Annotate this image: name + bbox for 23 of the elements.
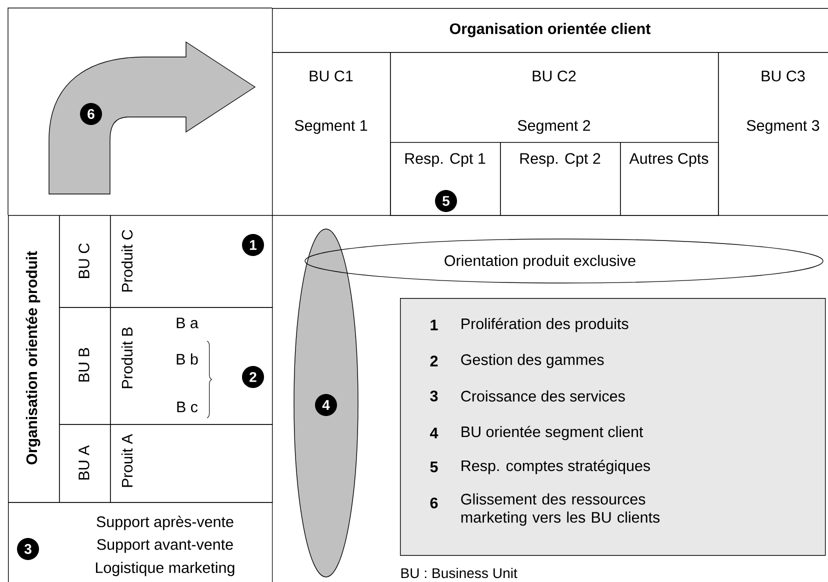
number-badge: 1 [242, 234, 264, 256]
table-cell: Resp. Cpt 2 [500, 142, 621, 216]
number-badge: 2 [242, 366, 264, 388]
number-badge: 3 [17, 538, 39, 560]
number-badge: 6 [80, 103, 102, 125]
table-header: Organisation orientée client [272, 8, 828, 53]
table-cell: BU B [59, 307, 111, 425]
bent-block-shape [48, 42, 256, 194]
number-badge: 5 [435, 190, 457, 212]
node-label: B b [176, 353, 198, 365]
number-badge: 4 [315, 394, 337, 416]
table-cell: BU C3 Segment 3 [718, 52, 828, 216]
table-cell: BU A [59, 424, 111, 503]
node-label: Produit B [121, 328, 133, 388]
node-label: B a [176, 318, 198, 328]
table-cell: Prouit A [110, 424, 273, 503]
ellipse [294, 228, 358, 578]
note-box: 1 Prolifération des produits 2 Gestion des gammes 3 Croissance des services 4 BU orientée segment client 5 Resp. comptes stratégiques 6 Glissement des ressources marketing vers les BU clients [400, 298, 826, 556]
table-cell: Autres Cpts [620, 142, 719, 216]
table-header: Organisation orientée produit [8, 215, 60, 503]
table-cell: BU C [59, 215, 111, 308]
node-label: B c [177, 402, 198, 412]
table-cell: BU C1 Segment 1 [272, 52, 391, 216]
